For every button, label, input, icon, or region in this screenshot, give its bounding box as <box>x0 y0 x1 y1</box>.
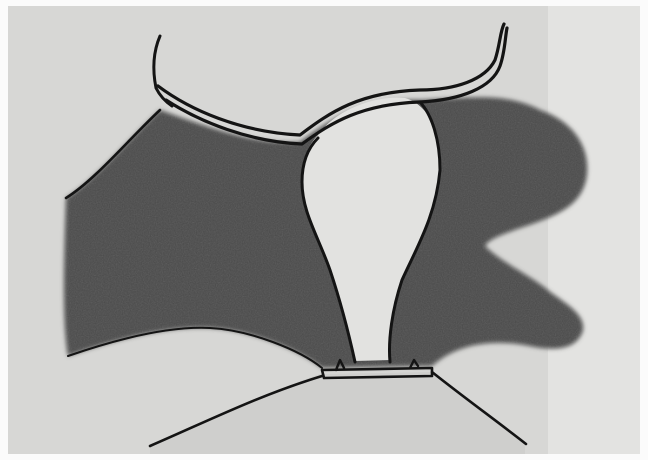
paper-right-strip <box>548 6 640 454</box>
